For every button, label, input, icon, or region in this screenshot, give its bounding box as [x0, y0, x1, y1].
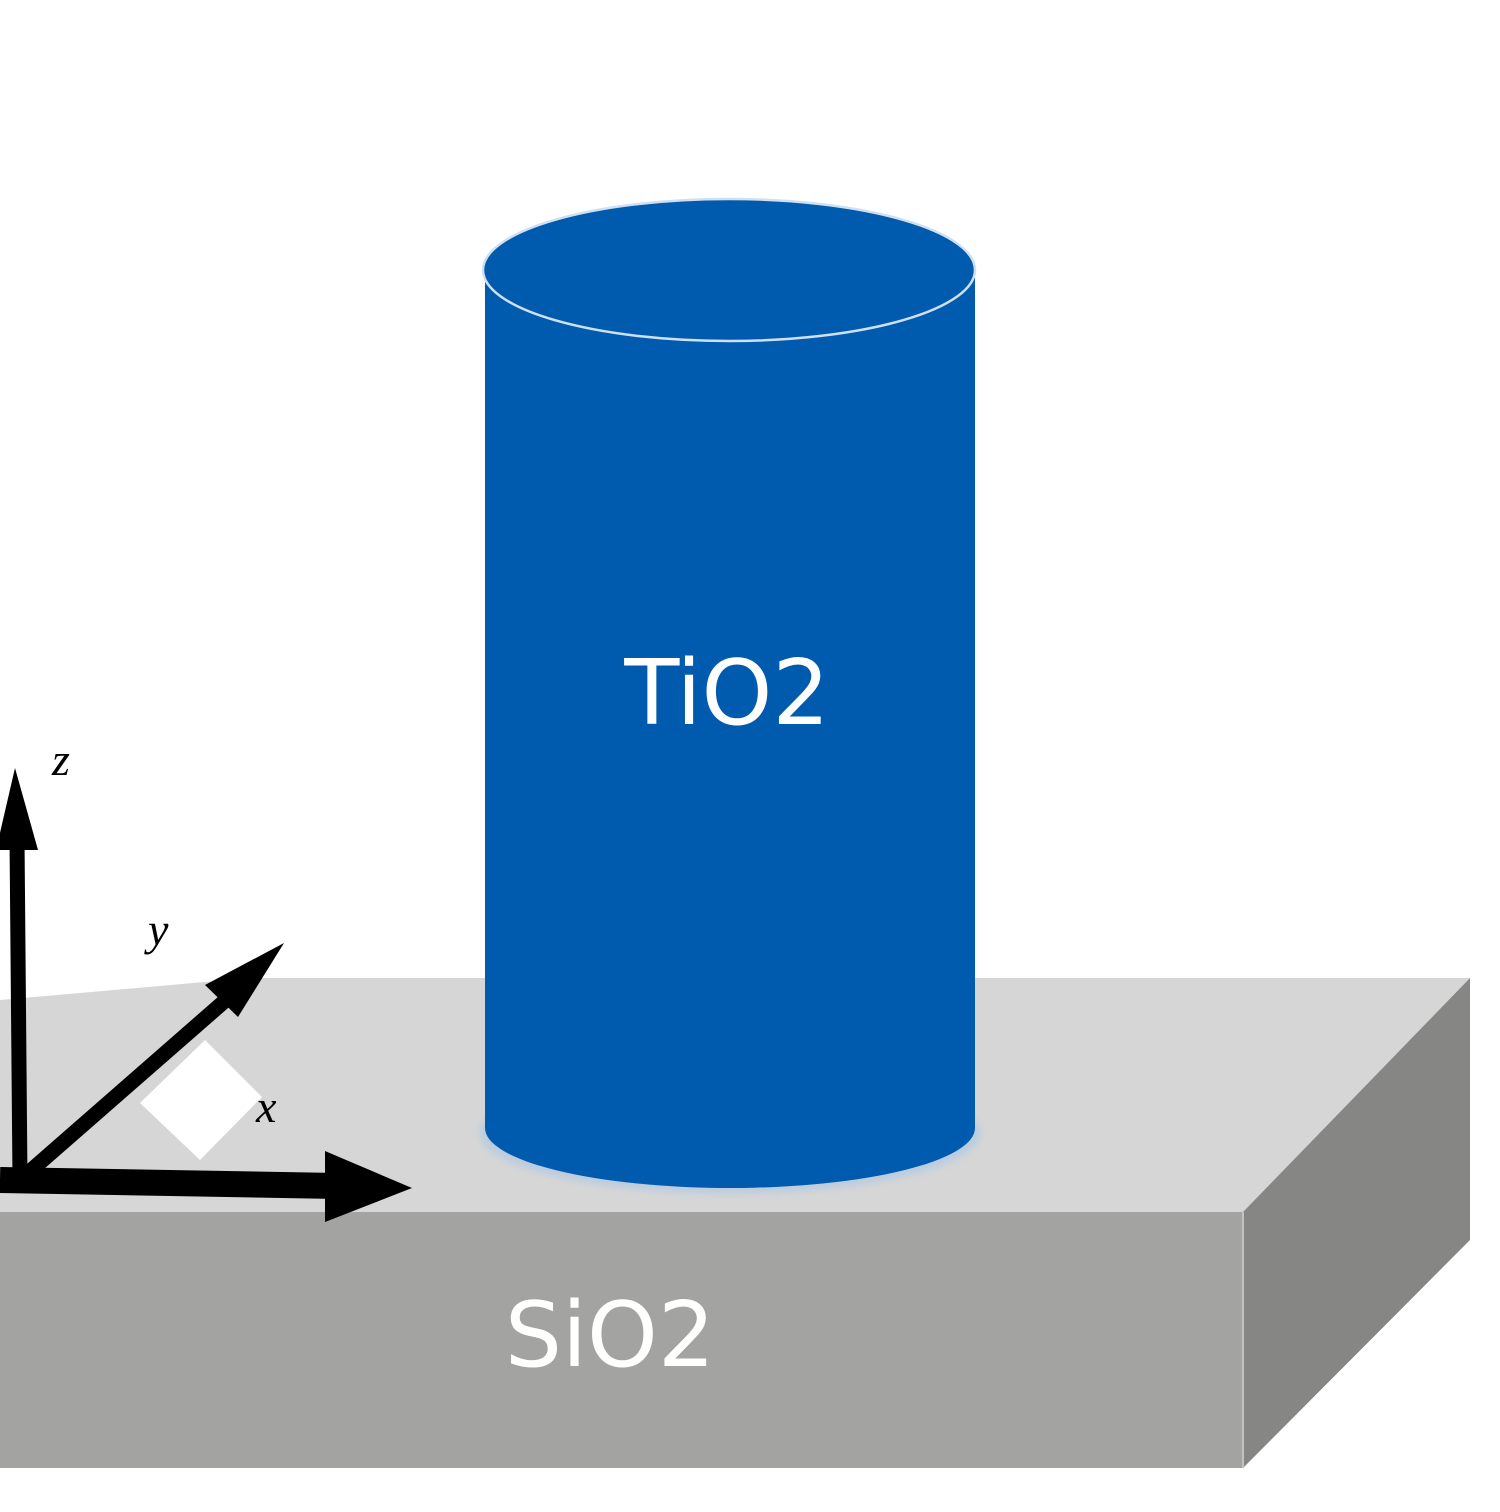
y-axis-line [15, 986, 240, 1186]
z-axis-label: z [51, 734, 70, 785]
y-axis-label: y [144, 904, 169, 955]
y-axis-arrowhead [205, 943, 284, 1017]
substrate-front-face [0, 1212, 1243, 1468]
pillar-top-face [481, 197, 977, 343]
pillar-body [485, 270, 975, 1188]
z-axis-arrowhead [0, 768, 38, 850]
x-axis-label: x [255, 1081, 277, 1132]
z-axis-line [9, 837, 28, 1181]
tio2-pillar: TiO2 [480, 197, 980, 1193]
coordinate-axes: z y x [0, 734, 412, 1222]
axes-white-patch [140, 1040, 262, 1160]
x-axis-line [0, 1167, 339, 1199]
pillar-label: TiO2 [623, 641, 829, 746]
substrate-label: SiO2 [505, 1283, 715, 1388]
substrate-side-face [1243, 978, 1470, 1468]
x-axis-arrowhead [325, 1151, 412, 1222]
